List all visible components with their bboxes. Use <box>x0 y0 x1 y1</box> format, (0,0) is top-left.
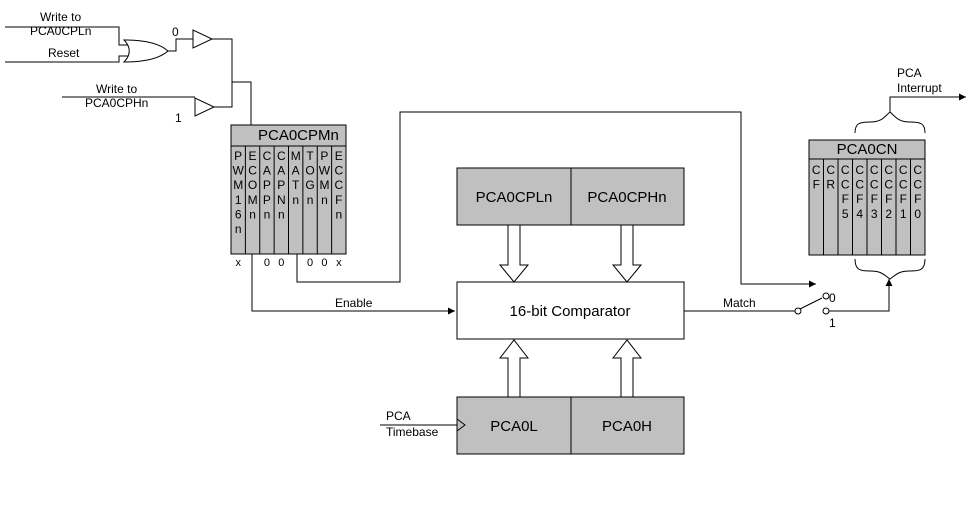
buffer-1-value: 1 <box>175 111 182 125</box>
h-to-comparator-arrow <box>611 339 643 398</box>
svg-text:Timebase: Timebase <box>386 425 439 439</box>
interrupt-label: PCA Interrupt <box>897 66 942 95</box>
svg-text:PCA0CPHn: PCA0CPHn <box>85 96 148 110</box>
or-out-wire <box>168 38 193 52</box>
pca0cpln-label: PCA0CPLn <box>476 189 553 206</box>
register-bit-reset-value: x <box>235 257 241 269</box>
reset-wire <box>5 55 128 63</box>
register-bit-reset-value: x <box>336 257 342 269</box>
svg-text:Write to: Write to <box>40 10 81 24</box>
register-bit-reset-value: 0 <box>307 257 313 269</box>
svg-text:Interrupt: Interrupt <box>897 81 942 95</box>
switch-1-label: 1 <box>829 316 836 330</box>
write-cpl-label: Write to PCA0CPLn <box>30 10 91 38</box>
clock-input-marker <box>456 418 466 432</box>
write-cph-label: Write to PCA0CPHn <box>85 82 148 110</box>
pca0h-label: PCA0H <box>602 418 652 435</box>
top-brace <box>854 111 926 134</box>
switch-0-label: 0 <box>829 291 836 305</box>
mat-select-wire <box>296 111 816 288</box>
timebase-label: PCA Timebase <box>386 409 439 439</box>
counter-registers: PCA0L PCA0H <box>456 396 685 455</box>
buffer-0 <box>192 29 214 49</box>
svg-text:PCA: PCA <box>386 409 411 423</box>
comparator-label: 16-bit Comparator <box>510 303 631 320</box>
cpl-to-comparator-arrow <box>498 224 530 283</box>
cph-to-comparator-arrow <box>611 224 643 283</box>
buffer-0-value: 0 <box>172 25 179 39</box>
svg-text:Write to: Write to <box>96 82 137 96</box>
match-label: Match <box>723 296 756 310</box>
register-bit-reset-value: 0 <box>278 257 284 269</box>
write-cpl-wire <box>5 26 128 46</box>
buffer-1-out-wire <box>214 77 233 108</box>
or-gate <box>122 39 169 63</box>
l-to-comparator-arrow <box>498 339 530 398</box>
buffer-1 <box>194 97 216 117</box>
svg-text:PCA: PCA <box>897 66 922 80</box>
buffer-0-out-wire <box>212 38 233 77</box>
compare-registers: PCA0CPLn PCA0CPHn <box>456 167 685 226</box>
match-switch <box>794 292 830 315</box>
interrupt-wire <box>889 93 966 112</box>
register-bit-reset-value: 0 <box>321 257 327 269</box>
register-bit-reset-value: 0 <box>264 257 270 269</box>
enable-label: Enable <box>335 296 373 310</box>
pca0cpmn-title: PCA0CPMn <box>258 127 339 144</box>
switch-to-ccf-wire <box>829 279 893 312</box>
comparator-box <box>456 281 685 340</box>
pca0l-box <box>456 396 572 455</box>
pca0l-label: PCA0L <box>490 418 538 435</box>
bottom-brace <box>854 258 926 280</box>
pca0cphn-label: PCA0CPHn <box>587 189 666 206</box>
write-to-ecom-wire <box>232 81 255 140</box>
ecom-enable-wire <box>251 254 455 315</box>
svg-text:PCA0CPLn: PCA0CPLn <box>30 24 91 38</box>
pca0h-box <box>570 396 685 455</box>
pca0cn-title: PCA0CN <box>837 141 898 158</box>
reset-label: Reset <box>48 46 80 60</box>
pca0cphn-box <box>570 167 685 226</box>
pca0cpln-box <box>456 167 572 226</box>
